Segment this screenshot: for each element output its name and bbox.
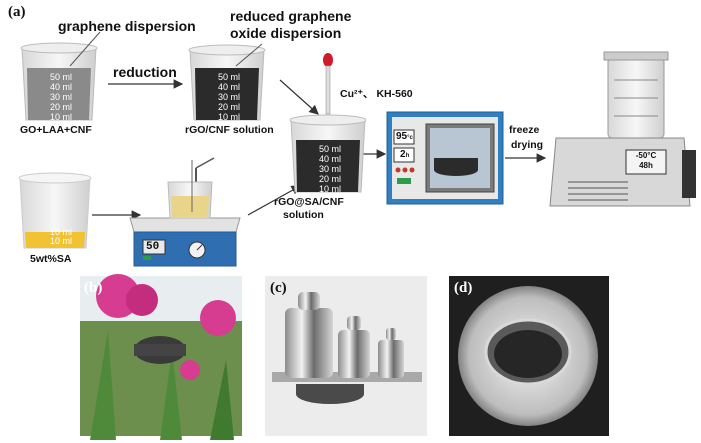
label-cu-kh560: Cu²⁺、 KH-560	[340, 88, 413, 100]
label-rgo-cnf-solution: rGO/CNF solution	[185, 124, 274, 136]
photo-vial-top-view	[449, 276, 609, 436]
beaker1-mark: 20 ml	[50, 102, 73, 112]
beaker3-mark: 50 ml	[319, 144, 342, 154]
beaker3-mark: 40 ml	[319, 154, 342, 164]
stirrer-display: 50	[146, 241, 160, 253]
beaker2-marks: 50 ml 40 ml 30 ml 20 ml 10 ml	[218, 72, 240, 122]
freeze-dryer	[549, 51, 696, 207]
beaker-rgo-sa-cnf	[289, 114, 367, 193]
panel-label-c: (c)	[270, 280, 287, 296]
beaker1-mark: 10 ml	[50, 112, 73, 122]
beaker-rgo-cnf	[188, 43, 266, 121]
label-go-laa-cnf: GO+LAA+CNF	[20, 124, 92, 136]
panel-label-d: (d)	[454, 280, 473, 296]
beaker2-mark: 30 ml	[218, 92, 241, 102]
freeze-dryer-time: 48h	[639, 161, 653, 170]
label-reduced-graphene: reduced graphene	[230, 8, 352, 24]
label-graphene-dispersion: graphene dispersion	[58, 18, 196, 34]
beaker2-mark: 10 ml	[218, 112, 241, 122]
label-freeze: freeze	[509, 124, 540, 136]
beaker4-mark: 10 ml	[50, 227, 73, 237]
beaker2-mark: 40 ml	[218, 82, 241, 92]
label-rgo-sa-cnf: rGO@SA/CNF	[274, 196, 344, 208]
oven-temp-unit: °c	[407, 135, 413, 141]
oven-time-unit: h	[405, 153, 410, 159]
freeze-dryer-display: -50°C 48h	[628, 151, 664, 171]
photo-flower-sample	[80, 274, 242, 440]
beaker4-mark: 10 ml	[50, 236, 73, 246]
beaker2-mark: 20 ml	[218, 102, 241, 112]
freeze-dryer-temp: -50°C	[635, 151, 657, 160]
beaker1-mark: 40 ml	[50, 82, 73, 92]
beaker3-marks: 50 ml 40 ml 30 ml 20 ml 10 ml	[319, 144, 341, 194]
oven-temp-value: 95	[396, 131, 408, 142]
photo-weights-sample	[265, 276, 427, 436]
oven-time-value: 2	[400, 149, 406, 160]
panel-label-b: (b)	[84, 280, 103, 296]
panel-label-a: (a)	[8, 4, 26, 20]
beaker3-mark: 10 ml	[319, 184, 342, 194]
label-reduction: reduction	[113, 64, 177, 80]
label-sa: 5wt%SA	[30, 253, 72, 265]
oven-temp-readout: 95°c	[396, 131, 413, 142]
label-oxide-dispersion: oxide dispersion	[230, 25, 342, 41]
beaker2-mark: 50 ml	[218, 72, 241, 82]
beaker1-marks: 50 ml 40 ml 30 ml 20 ml 10 ml	[50, 72, 72, 122]
beaker-sa	[18, 172, 92, 249]
magnetic-stirrer	[129, 157, 241, 267]
drying-oven	[386, 111, 504, 205]
beaker1-mark: 50 ml	[50, 72, 73, 82]
beaker-go-laa-cnf	[20, 31, 101, 121]
beaker1-mark: 30 ml	[50, 92, 73, 102]
beaker3-mark: 30 ml	[319, 164, 342, 174]
label-drying: drying	[511, 139, 544, 151]
beaker3-mark: 20 ml	[319, 174, 342, 184]
dropper	[323, 53, 333, 115]
beaker4-marks: 10 ml 10 ml	[50, 228, 72, 246]
label-solution: solution	[283, 209, 324, 221]
oven-time-readout: 2h	[400, 149, 409, 160]
